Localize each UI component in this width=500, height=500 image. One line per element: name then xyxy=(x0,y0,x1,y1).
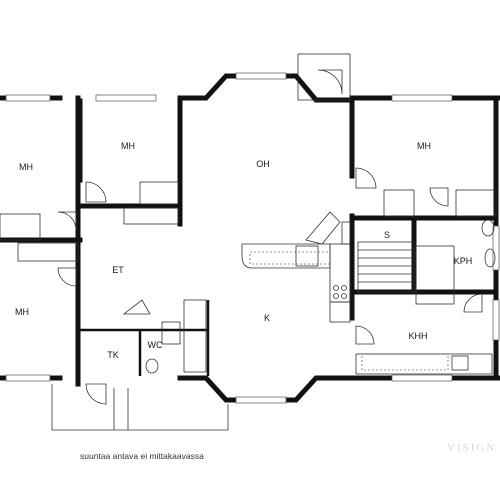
room-label-tk: TK xyxy=(107,350,119,360)
room-label-k: K xyxy=(264,313,270,323)
room-label-mh-middle: MH xyxy=(121,141,135,151)
windows xyxy=(5,72,500,404)
room-label-oh: OH xyxy=(256,159,270,169)
room-label-kph: KPH xyxy=(454,256,473,266)
fixtures xyxy=(0,181,497,375)
watermark: VISIGN xyxy=(447,442,497,454)
room-label-s: S xyxy=(384,230,390,240)
room-label-mh-top-left: MH xyxy=(19,162,33,172)
caption: suuntaa antava ei mittakaavassa xyxy=(80,451,204,461)
stairs xyxy=(358,249,414,283)
room-label-wc: WC xyxy=(148,340,163,350)
room-label-mh-bottom-left: MH xyxy=(15,307,29,317)
entrance-porch xyxy=(51,53,351,431)
room-label-et: ET xyxy=(112,265,124,275)
doors xyxy=(57,69,483,405)
room-label-mh-right: MH xyxy=(417,141,431,151)
room-label-khh: KHH xyxy=(408,331,427,341)
